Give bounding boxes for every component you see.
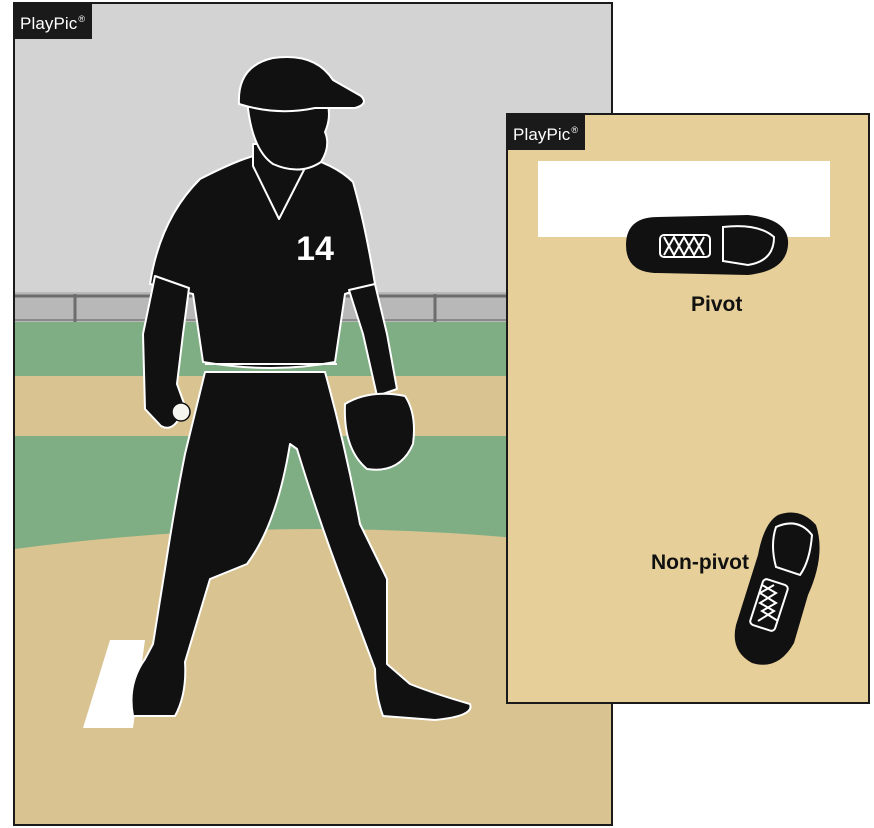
baseball bbox=[172, 403, 190, 421]
non-pivot-shoe-icon bbox=[735, 513, 820, 665]
registered-mark: ® bbox=[571, 125, 578, 135]
playpic-brand-text: PlayPic bbox=[20, 14, 77, 33]
pivot-shoe-icon bbox=[626, 215, 788, 275]
foot-placement-inset: PlayPic® Pivot Non-pivot bbox=[506, 113, 870, 704]
foot-placement-diagram bbox=[508, 115, 870, 704]
jersey-number: 14 bbox=[296, 230, 334, 268]
playpic-brand-text: PlayPic bbox=[513, 125, 570, 144]
playpic-logo-badge: PlayPic® bbox=[15, 4, 92, 39]
pivot-label: Pivot bbox=[691, 293, 742, 317]
registered-mark: ® bbox=[78, 14, 85, 24]
non-pivot-label: Non-pivot bbox=[651, 551, 749, 575]
playpic-logo-badge: PlayPic® bbox=[508, 115, 585, 150]
